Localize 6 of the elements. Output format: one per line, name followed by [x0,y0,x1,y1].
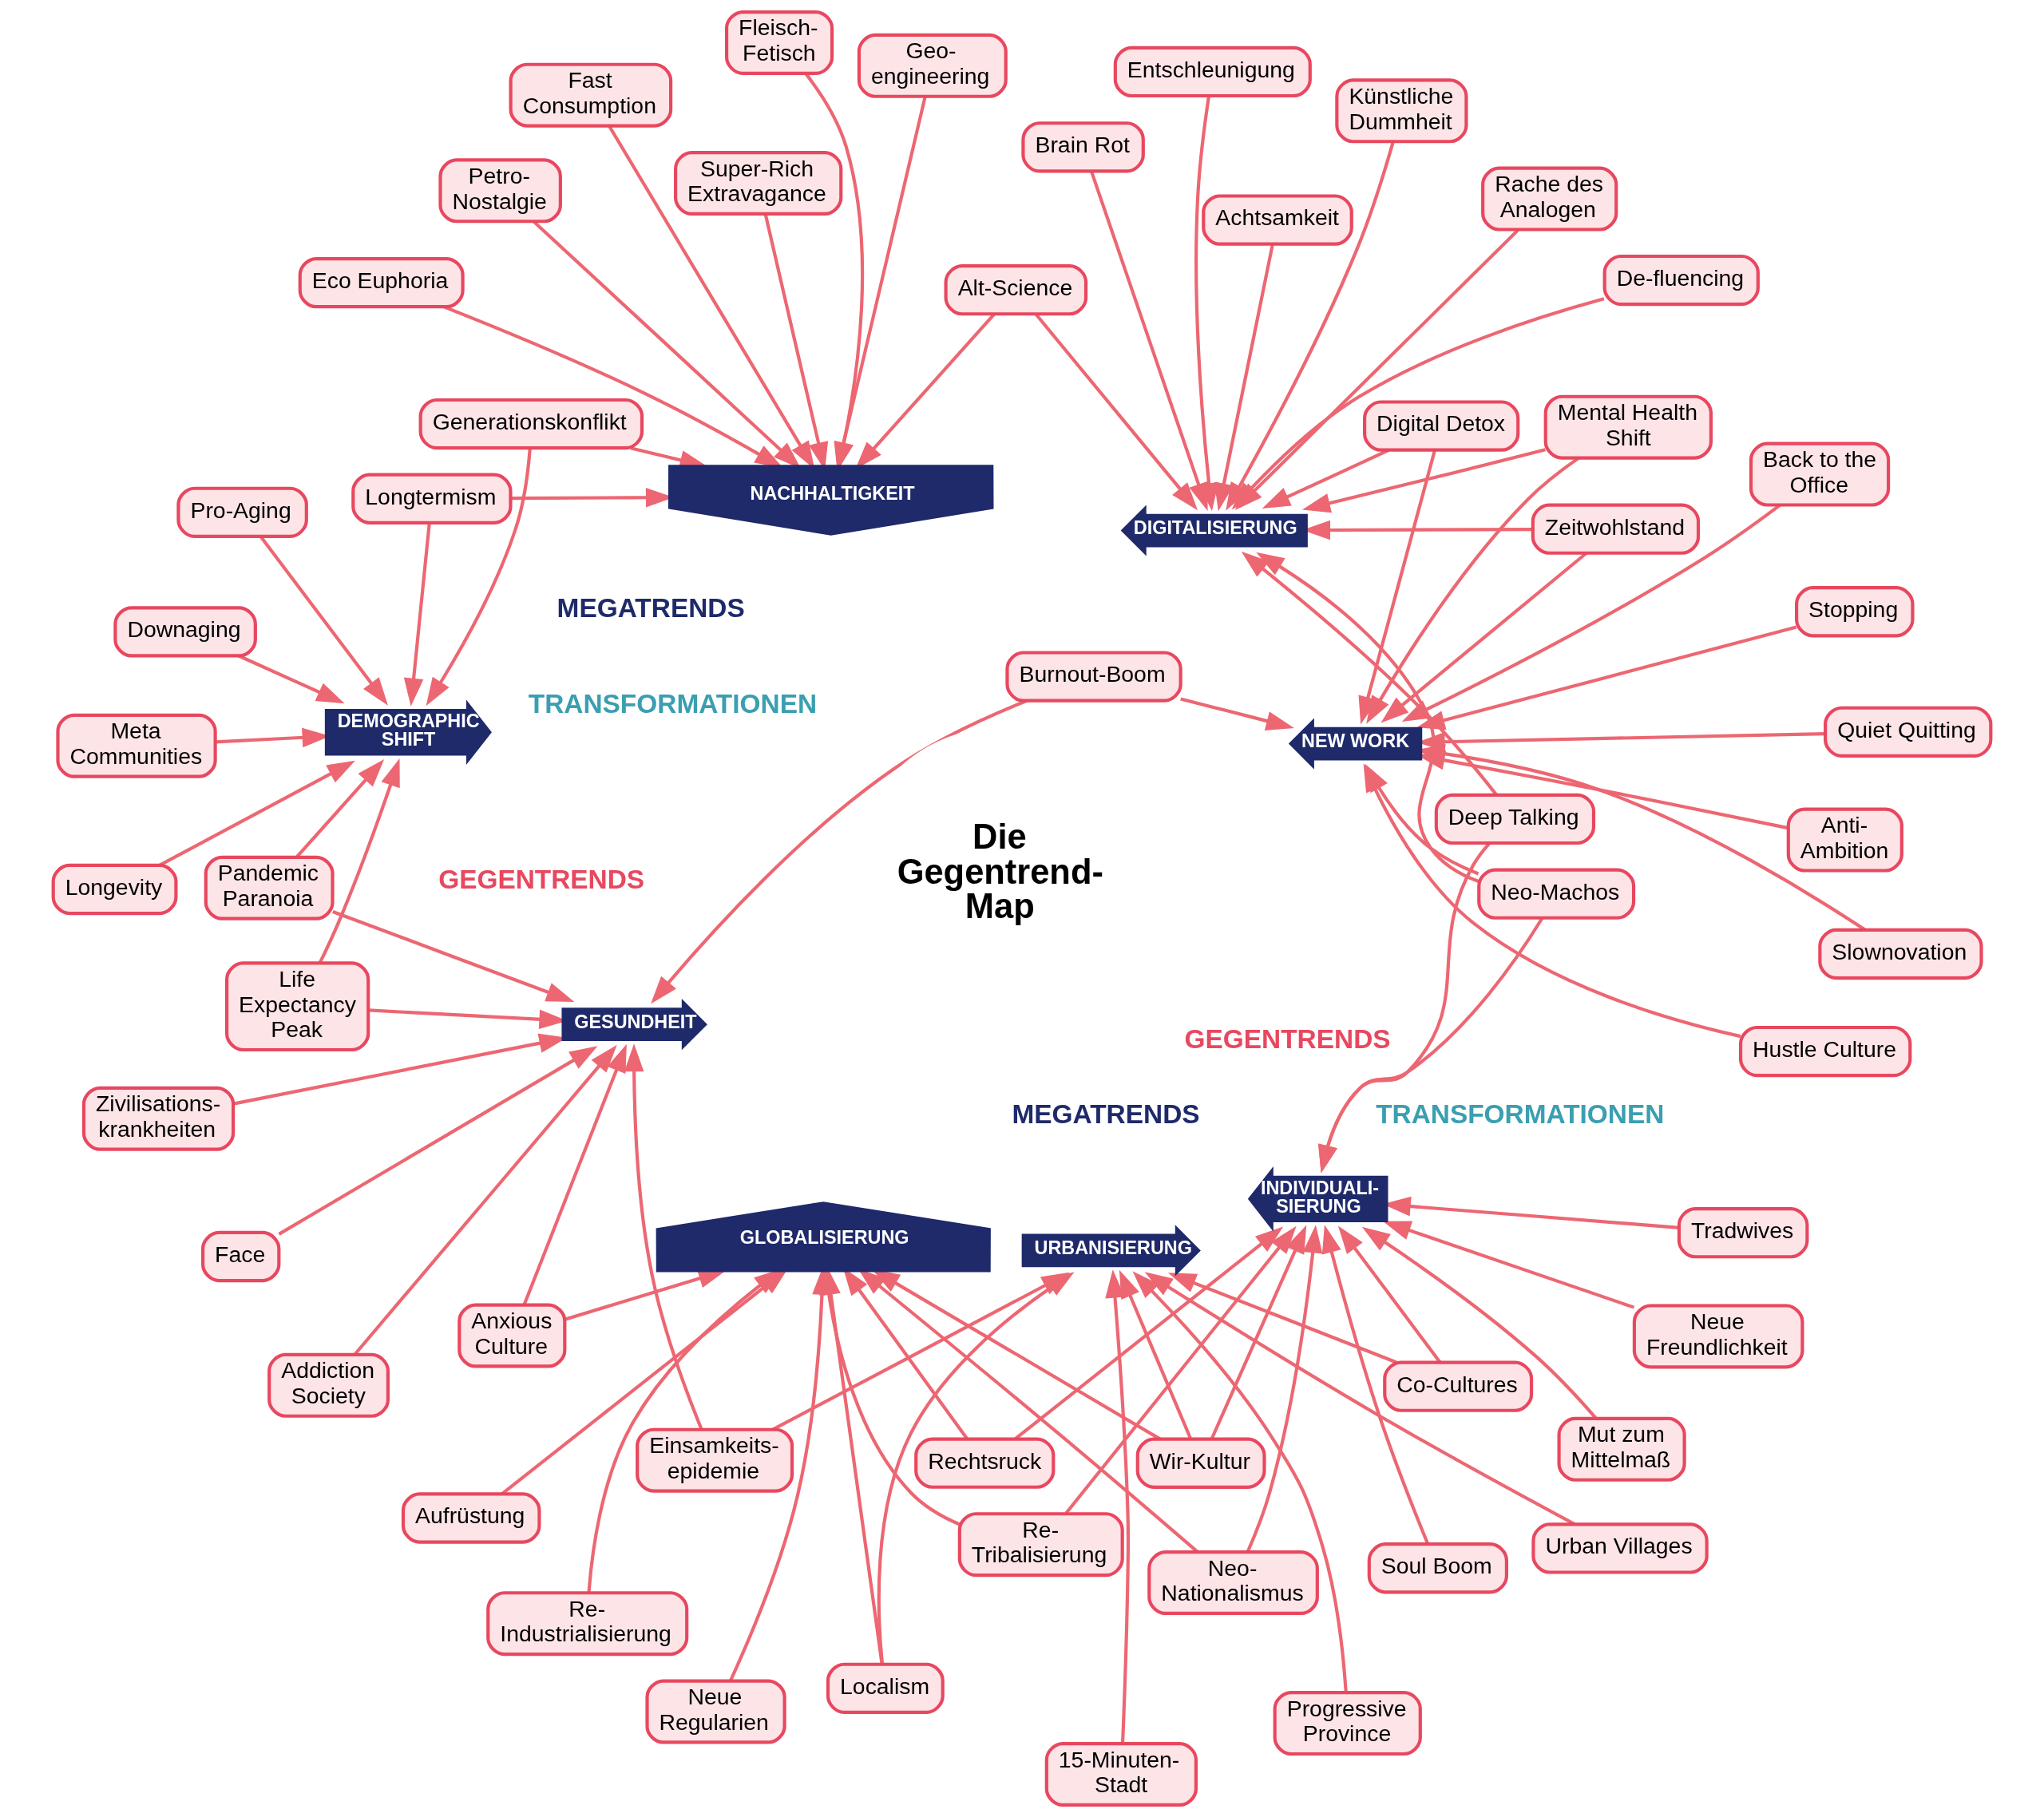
label: GEGENTRENDS [438,865,645,895]
label: MEGATRENDS [1012,1099,1200,1129]
label: TRANSFORMATIONEN [528,688,818,718]
label: GEGENTRENDS [1184,1024,1391,1055]
label: MEGATRENDS [557,593,745,623]
label: TRANSFORMATIONEN [1376,1099,1665,1129]
